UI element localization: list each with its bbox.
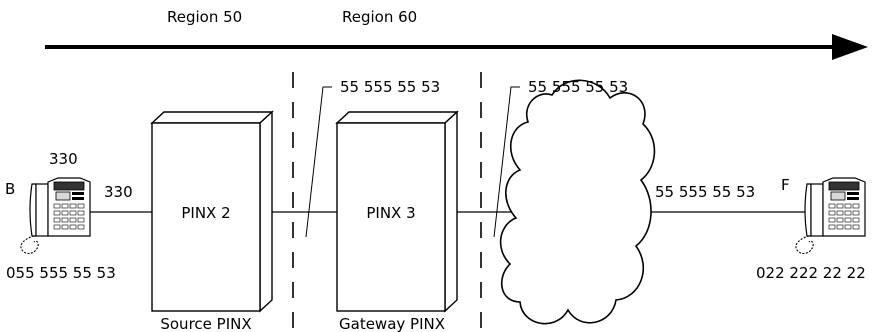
network-cloud-icon [499,79,656,325]
network-boundary-number: 55 555 55 53 [528,78,628,96]
leader-network-number [493,86,520,238]
phone-b-letter: B [5,180,15,198]
pinx3-label: PINX 3 [366,204,415,222]
pinx2-box [150,110,274,313]
phone-f-letter: F [781,176,790,194]
phone-f-number: 022 222 22 22 [756,264,866,282]
pinx2-role-label: Source PINX [160,315,251,332]
region-50-label: Region 50 [167,8,242,26]
pinx3-role-label: Gateway PINX [339,315,445,332]
region-arrow [45,34,868,60]
phone-b-extension-line: 330 [104,183,133,201]
gateway-boundary-number: 55 555 55 53 [340,78,440,96]
number-to-phone-f: 55 555 55 53 [655,183,755,201]
pinx3-box [335,110,459,313]
region-60-label: Region 60 [342,8,417,26]
leader-gateway-number [305,86,332,238]
phone-b-number: 055 555 55 53 [6,264,116,282]
phone-b-telephone-icon [20,177,91,255]
phone-b-extension-top: 330 [49,150,78,168]
pinx2-label: PINX 2 [181,204,230,222]
phone-f-telephone-icon [795,177,866,255]
